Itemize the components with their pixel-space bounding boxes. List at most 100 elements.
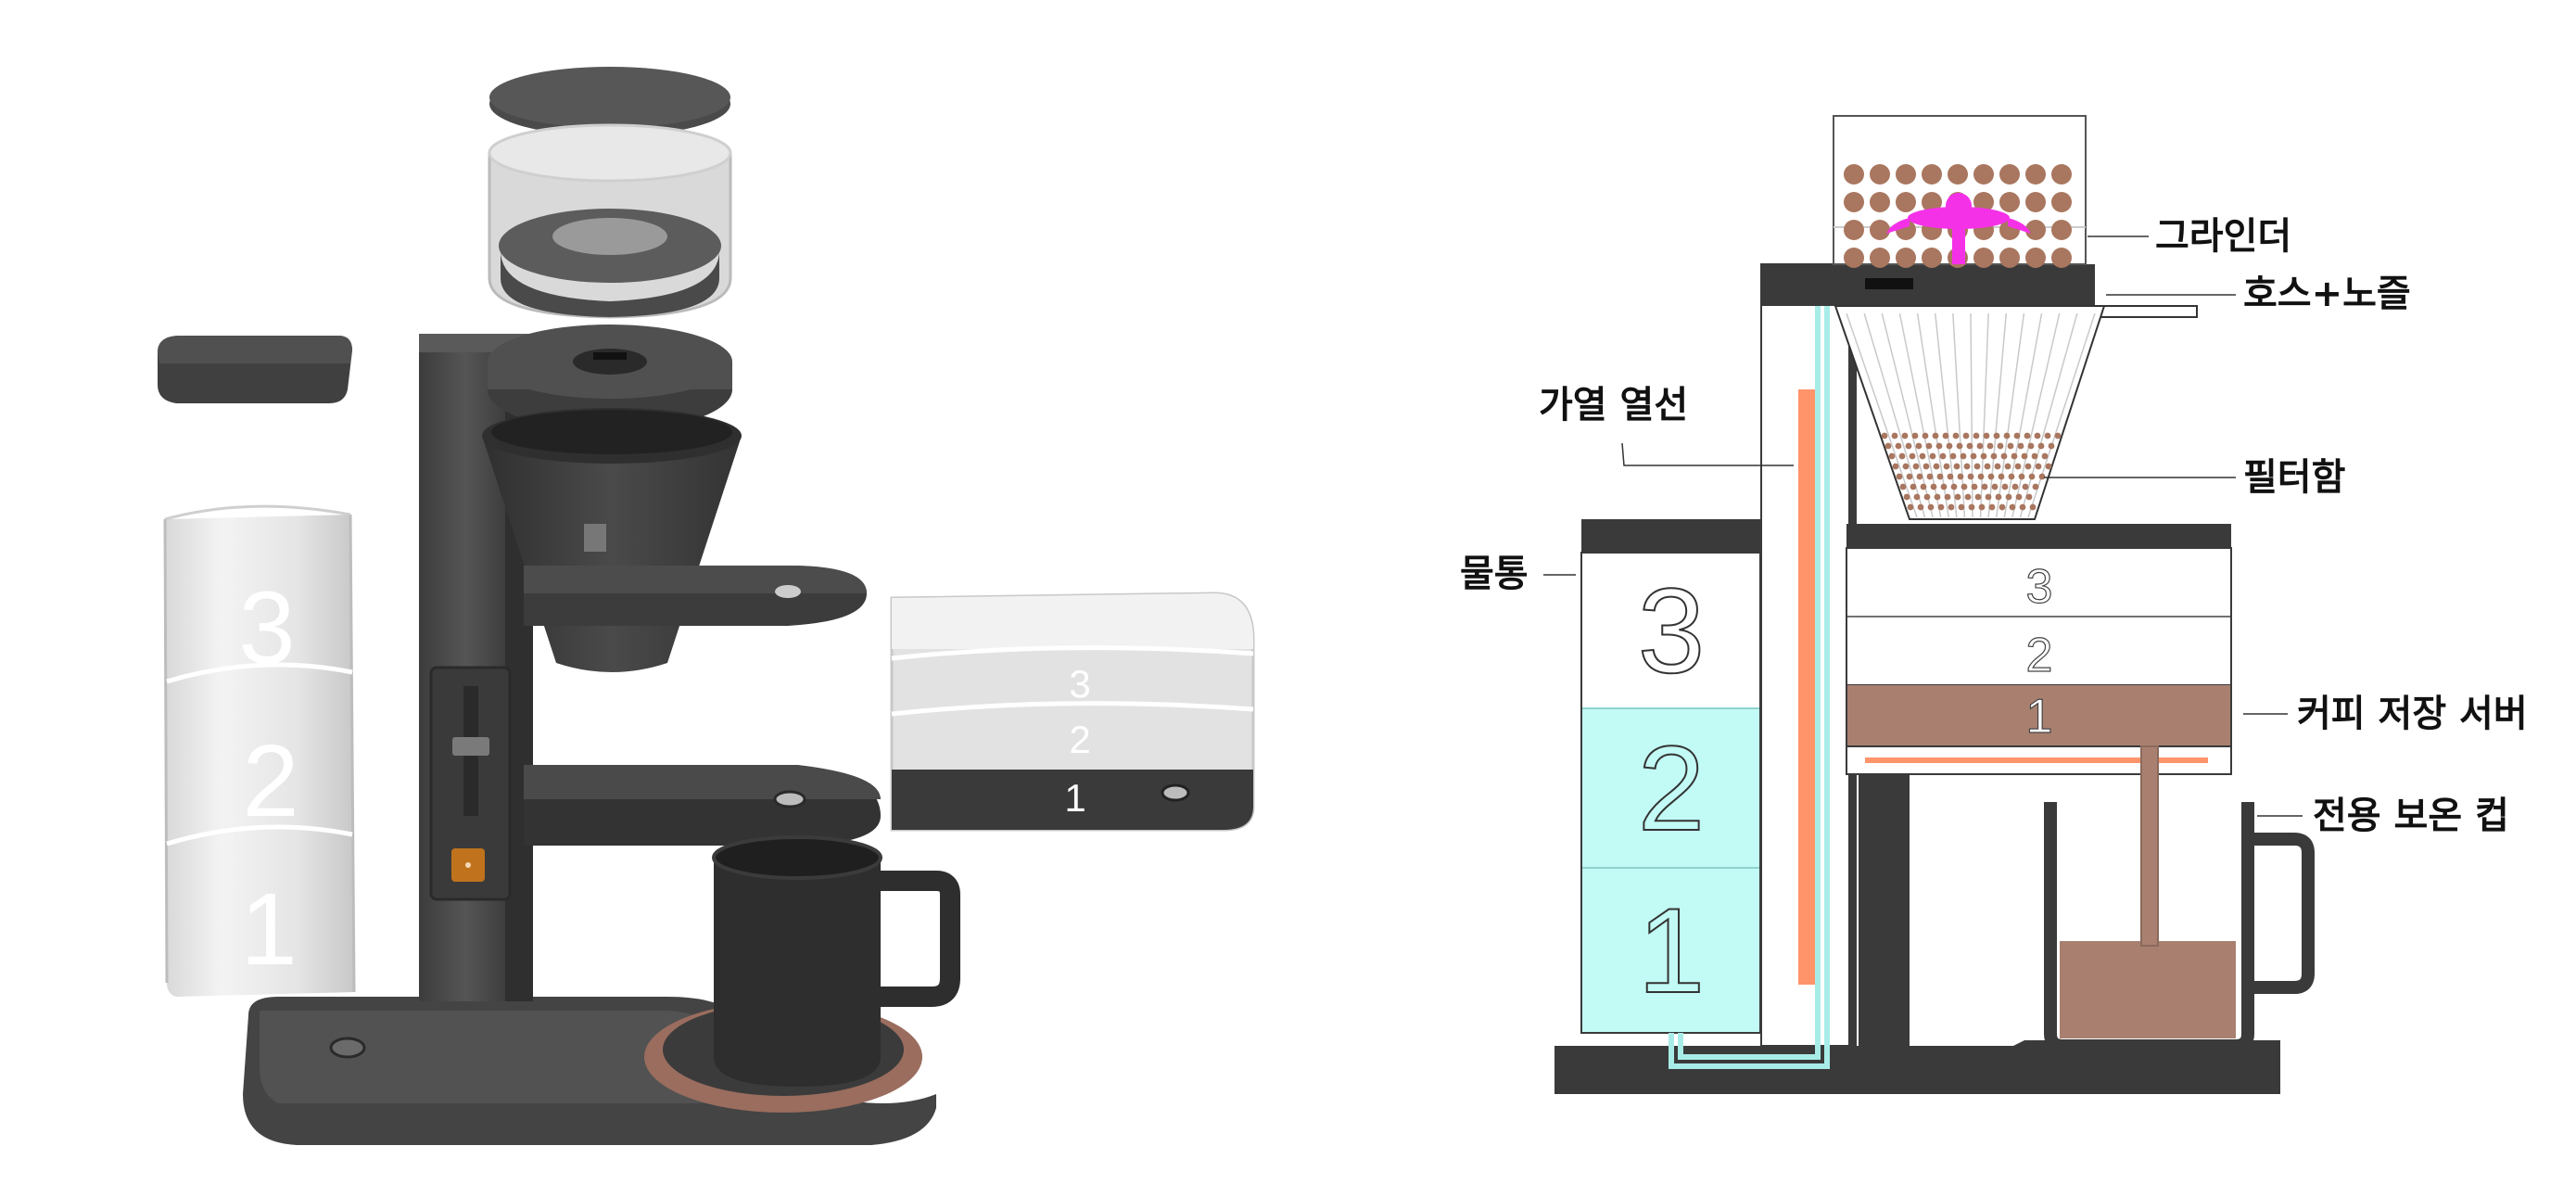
coffee-ground: [1923, 493, 1931, 501]
hose-nozzle-arm: [2094, 305, 2198, 318]
coffee-bean: [1896, 164, 1916, 185]
coffee-ground: [2035, 463, 2042, 470]
coffee-ground: [1935, 442, 1943, 450]
coffee-ground: [2027, 442, 2035, 450]
coffee-ground: [1937, 503, 1945, 511]
coffee-ground: [1930, 483, 1937, 490]
coffee-ground: [1910, 483, 1917, 490]
coffee-ground: [1895, 442, 1902, 450]
coffee-ground: [1957, 473, 1964, 480]
coffee-bean: [1948, 164, 1968, 185]
coffee-bean: [1870, 164, 1890, 185]
coffee-ground: [1892, 463, 1899, 470]
coffee-ground: [2028, 473, 2036, 480]
coffee-ground: [1994, 463, 2001, 470]
server-diagram-level-2: 2: [2026, 629, 2053, 682]
coffee-bean: [1896, 248, 1916, 268]
coffee-ground: [1896, 473, 1903, 480]
server-warmer: [1865, 758, 2208, 763]
label-thermal-cup: 전용 보온 컵: [2313, 795, 2509, 837]
coffee-ground: [1956, 442, 1963, 450]
mug-render: [712, 835, 960, 1087]
coffee-bean: [1844, 192, 1864, 212]
cup-support: [1859, 770, 1910, 1046]
water-level-1: 1: [1638, 883, 1705, 1018]
coffee-ground: [1919, 452, 1926, 460]
coffee-ground: [1933, 463, 1940, 470]
filter-rib: [2019, 312, 2078, 518]
coffee-ground: [1981, 483, 1988, 490]
coffee-ground: [2019, 503, 2026, 511]
level-slider[interactable]: [452, 737, 489, 756]
coffee-ground: [1949, 452, 1957, 460]
coffee-ground: [1948, 503, 1955, 511]
coffee-ground: [1943, 463, 1950, 470]
filter-rib: [2027, 312, 2096, 518]
filter-rib: [1898, 312, 1942, 518]
coffee-ground: [1966, 442, 1973, 450]
coffee-bean: [1973, 192, 1994, 212]
coffee-ground: [1988, 503, 1996, 511]
server-level-2: 2: [1069, 718, 1090, 761]
control-panel: [429, 666, 512, 901]
coffee-ground: [2011, 452, 2018, 460]
coffee-bean: [2051, 164, 2072, 185]
top-head: [1761, 264, 2095, 306]
coffee-ground: [1947, 473, 1954, 480]
coffee-ground: [2029, 503, 2037, 511]
grinder-box: [1833, 115, 2087, 268]
coffee-ground: [1978, 503, 1986, 511]
heater-element: [1798, 389, 1819, 985]
coffee-ground: [2017, 442, 2024, 450]
coffee-bean: [1999, 248, 2020, 268]
coffee-ground: [1881, 432, 1888, 439]
label-grinder: 그라인더: [2155, 215, 2291, 258]
coffee-bean: [2025, 164, 2046, 185]
coffee-ground: [2048, 442, 2055, 450]
coffee-ground: [1967, 473, 1974, 480]
coffee-ground: [1917, 503, 1924, 511]
coffee-ground: [2003, 432, 2011, 439]
coffee-ground: [1907, 503, 1914, 511]
filter-rib: [1987, 312, 2008, 518]
coffee-bean: [1844, 164, 1864, 185]
coffee-ground: [1987, 473, 1995, 480]
coffee-ground: [2009, 503, 2016, 511]
coffee-ground: [1905, 442, 1912, 450]
coffee-bean: [2051, 220, 2072, 240]
coffee-ground: [1958, 503, 1965, 511]
coffee-ground: [1916, 473, 1923, 480]
coffee-ground: [2031, 452, 2038, 460]
coffee-ground: [1976, 442, 1984, 450]
diagram-base: [1554, 1040, 2280, 1094]
coffee-ground: [1934, 493, 1941, 501]
coffee-ground: [2054, 432, 2062, 439]
coffee-ground: [1993, 432, 2000, 439]
tank-level-1: 1: [240, 872, 297, 987]
label-filter-box: 필터함: [2243, 456, 2346, 499]
coffee-ground: [1962, 432, 1970, 439]
tank-lid: [158, 336, 352, 403]
grinder-hopper: [488, 67, 732, 319]
coffee-ground: [1944, 493, 1951, 501]
coffee-bean: [1870, 192, 1890, 212]
coffee-ground: [1903, 493, 1910, 501]
coffee-ground: [1940, 483, 1948, 490]
coffee-ground: [1939, 452, 1947, 460]
coffee-bean: [1973, 248, 1994, 268]
coffee-ground: [1954, 493, 1961, 501]
coffee-bean: [1844, 220, 1864, 240]
coffee-ground: [2018, 473, 2025, 480]
coffee-ground: [1986, 442, 1994, 450]
coffee-ground: [1984, 463, 1991, 470]
coffee-bean: [1896, 192, 1916, 212]
label-hose-nozzle: 호스+노즐: [2243, 273, 2411, 315]
filter-rib: [1979, 312, 1989, 518]
coffee-ground: [2008, 473, 2015, 480]
thermal-cup: [2044, 745, 2315, 1052]
coffee-bean: [1973, 164, 1994, 185]
coffee-ground: [1961, 483, 1968, 490]
coffee-ground: [1997, 442, 2004, 450]
coffee-ground: [1922, 432, 1929, 439]
